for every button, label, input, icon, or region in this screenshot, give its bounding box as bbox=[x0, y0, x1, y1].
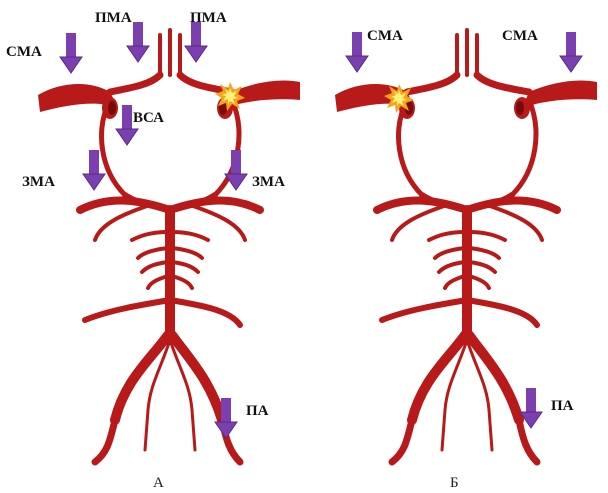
label-vsa: ВСА bbox=[133, 110, 164, 126]
down-arrow-icon bbox=[185, 22, 207, 62]
label-sma: СМА bbox=[6, 44, 42, 60]
label-zma-right: ЗМА bbox=[252, 174, 285, 190]
panel-b: СМА СМА ПА Б bbox=[335, 28, 597, 491]
label-pa: ПА bbox=[246, 403, 269, 419]
down-arrow-icon bbox=[560, 32, 582, 72]
label-pma-right: ПМА bbox=[190, 10, 227, 26]
label-sma-right: СМА bbox=[502, 28, 538, 44]
down-arrow-icon bbox=[346, 32, 368, 72]
panel-a: ПМА ПМА СМА ВСА ЗМА ЗМА ПА А bbox=[6, 10, 300, 491]
panel-caption-a: А bbox=[153, 475, 164, 491]
artery-tree-a bbox=[38, 30, 300, 462]
label-pa: ПА bbox=[551, 398, 574, 414]
label-sma-left: СМА bbox=[367, 28, 403, 44]
panel-caption-b: Б bbox=[450, 475, 459, 491]
label-zma-left: ЗМА bbox=[22, 174, 55, 190]
down-arrow-icon bbox=[60, 33, 82, 73]
down-arrow-icon bbox=[127, 22, 149, 62]
label-pma-left: ПМА bbox=[95, 10, 132, 26]
down-arrow-icon bbox=[225, 150, 247, 190]
